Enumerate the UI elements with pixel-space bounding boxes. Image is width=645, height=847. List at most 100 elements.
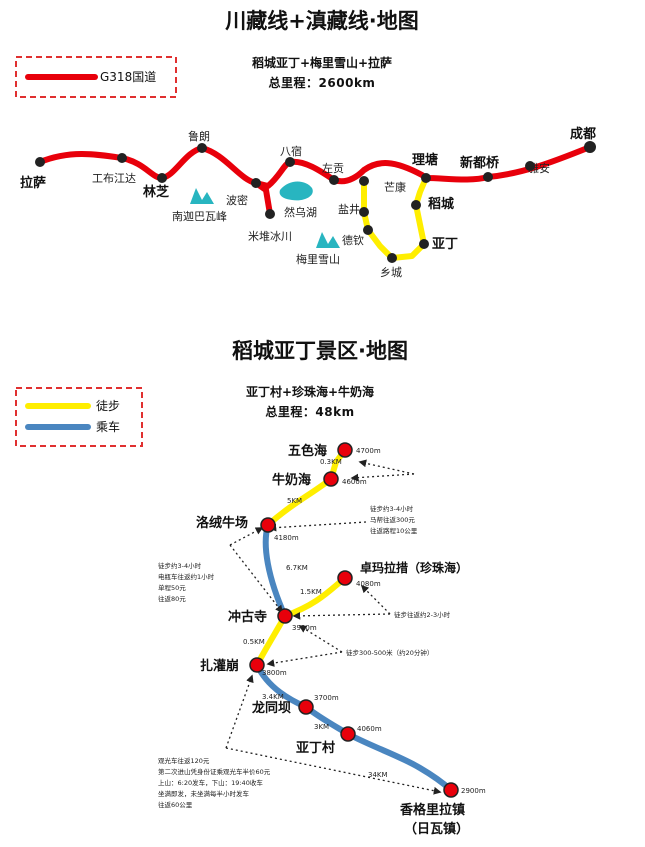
node-linzhi: [157, 173, 167, 183]
alt-yadingcun: 4060m: [357, 725, 382, 733]
node-lasa: [35, 157, 45, 167]
node-zhaguan: [249, 657, 265, 673]
map2-title: 稻城亚丁景区·地图: [232, 339, 408, 363]
map2-total: 总里程：48km: [265, 404, 354, 419]
dist-6: 3KM: [314, 723, 329, 731]
map1-legend: G318国道: [15, 56, 177, 98]
dist-1: 5KM: [287, 497, 302, 505]
route-yunnan-loop: [361, 175, 429, 261]
ranwu-lake-icon: [279, 181, 313, 201]
label-yaan: 雅安: [528, 161, 550, 175]
label-bomi: 波密: [226, 193, 248, 207]
map1-subtitle: 稻城亚丁+梅里雪山+拉萨: [252, 55, 392, 70]
node-lulang: [197, 143, 207, 153]
note-luorong: 徒步约3-4小时 电瓶车往返约1小时 单程50元 往返80元: [158, 561, 215, 603]
label-linzhi: 林芝: [143, 184, 169, 200]
note-chonggu: 徒步300-500米（约20分钟）: [346, 648, 433, 657]
note-bus-2: 上山：6:20发车，下山：19:40收车: [158, 778, 263, 787]
node-daocheng: [411, 200, 421, 210]
note-bus: 观光车往返120元 第二次进山凭身份证乘观光车半价60元 上山：6:20发车，下…: [158, 756, 271, 809]
label-namjagbarwa: 南迦巴瓦峰: [172, 210, 227, 223]
node-yaan: [525, 161, 535, 171]
label-ranwu: 然乌湖: [284, 205, 317, 219]
label-yanjing: 盐井: [338, 202, 360, 216]
label-meili: 梅里雪山: [296, 252, 340, 266]
label-basu: 八宿: [280, 144, 302, 158]
note-bus-0: 观光车往返120元: [158, 756, 210, 765]
node-zuogong: [329, 175, 339, 185]
node-xianggelila: [443, 782, 459, 798]
label-luorong: 洛绒牛场: [196, 515, 248, 531]
label-yadingcun: 亚丁村: [296, 740, 335, 756]
label-gongbu: 工布江达: [92, 172, 136, 185]
label-yading: 亚丁: [432, 237, 458, 252]
alt-zhuoma: 4080m: [356, 580, 381, 588]
label-wuse: 五色海: [288, 443, 327, 459]
legend-label-g318: G318国道: [100, 70, 156, 84]
alt-xianggelila: 2900m: [461, 787, 486, 795]
node-yanjing: [359, 207, 369, 217]
dist-2: 6.7KM: [286, 564, 308, 572]
label-xinduqiao: 新都桥: [460, 155, 500, 171]
label-niunai: 牛奶海: [272, 472, 311, 488]
note-luorong-2: 单程50元: [158, 583, 186, 592]
alt-niunai: 4600m: [342, 478, 367, 486]
node-bomi: [251, 178, 261, 188]
note-bus-4: 往返60公里: [158, 800, 193, 809]
dist-5: 3.4KM: [262, 693, 284, 701]
dist-3: 1.5KM: [300, 588, 322, 596]
label-chengdu: 成都: [570, 126, 596, 142]
road-zhaguan-xianggelila: [254, 662, 454, 793]
note-niunai-2: 往返路程10公里: [370, 526, 418, 535]
map2-legend: 徒步 乘车: [15, 387, 143, 447]
label-zhuoma: 卓玛拉措（珍珠海）: [360, 560, 468, 575]
node-mangkang: [359, 176, 369, 186]
node-longtong: [298, 699, 314, 715]
node-zhuoma: [337, 570, 353, 586]
map1-total: 总里程：2600km: [269, 75, 376, 90]
node-yading: [419, 239, 429, 249]
label-xiangcheng: 乡城: [380, 266, 402, 279]
node-basu: [285, 157, 295, 167]
node-chonggu: [277, 608, 293, 624]
label-daocheng: 稻城: [428, 196, 454, 212]
label-litang: 理塘: [412, 152, 438, 168]
trail-zhuoma: [282, 575, 348, 619]
note-niunai: 徒步约3-4小时 马帮往返300元 往返路程10公里: [370, 504, 418, 535]
alt-zhaguan: 3800m: [262, 669, 287, 677]
node-xiangcheng: [387, 253, 397, 263]
node-deqin: [363, 225, 373, 235]
node-midui: [265, 209, 275, 219]
node-niunai: [323, 471, 339, 487]
dist-0: 0.3KM: [320, 458, 342, 466]
node-gongbu: [117, 153, 127, 163]
label-longtong: 龙同坝: [252, 700, 291, 716]
note-niunai-1: 马帮往返300元: [370, 515, 415, 524]
map2-subtitle: 亚丁村+珍珠海+牛奶海: [246, 384, 374, 399]
node-wuse: [337, 442, 353, 458]
dist-4: 0.5KM: [243, 638, 265, 646]
namjagbarwa-peak-icon: [190, 188, 214, 204]
label-lasa: 拉萨: [20, 175, 46, 191]
label-zhaguan: 扎灌崩: [200, 658, 239, 674]
label-midui: 米堆冰川: [248, 230, 292, 243]
label-xianggelila: 香格里拉镇: [399, 802, 465, 818]
map1-title: 川藏线+滇藏线·地图: [224, 9, 419, 33]
node-luorong: [260, 517, 276, 533]
note-zhuoma: 徒步往返约2-3小时: [394, 610, 451, 619]
note-luorong-3: 往返80元: [158, 594, 186, 603]
note-bus-1: 第二次进山凭身份证乘观光车半价60元: [158, 767, 271, 776]
label-lulang: 鲁朗: [188, 129, 210, 143]
label-deqin: 德钦: [342, 233, 364, 247]
alt-chonggu: 3900m: [292, 624, 317, 632]
legend-label-ride: 乘车: [96, 419, 120, 434]
dist-7: 34KM: [368, 771, 388, 779]
label-mangkang: 芒康: [384, 180, 406, 194]
node-yadingcun: [340, 726, 356, 742]
alt-longtong: 3700m: [314, 694, 339, 702]
note-bus-3: 坐满即发，未坐满每半小时发车: [158, 789, 250, 798]
node-litang: [421, 173, 431, 183]
note-luorong-0: 徒步约3-4小时: [158, 561, 202, 570]
note-luorong-1: 电瓶车往返约1小时: [158, 572, 215, 581]
